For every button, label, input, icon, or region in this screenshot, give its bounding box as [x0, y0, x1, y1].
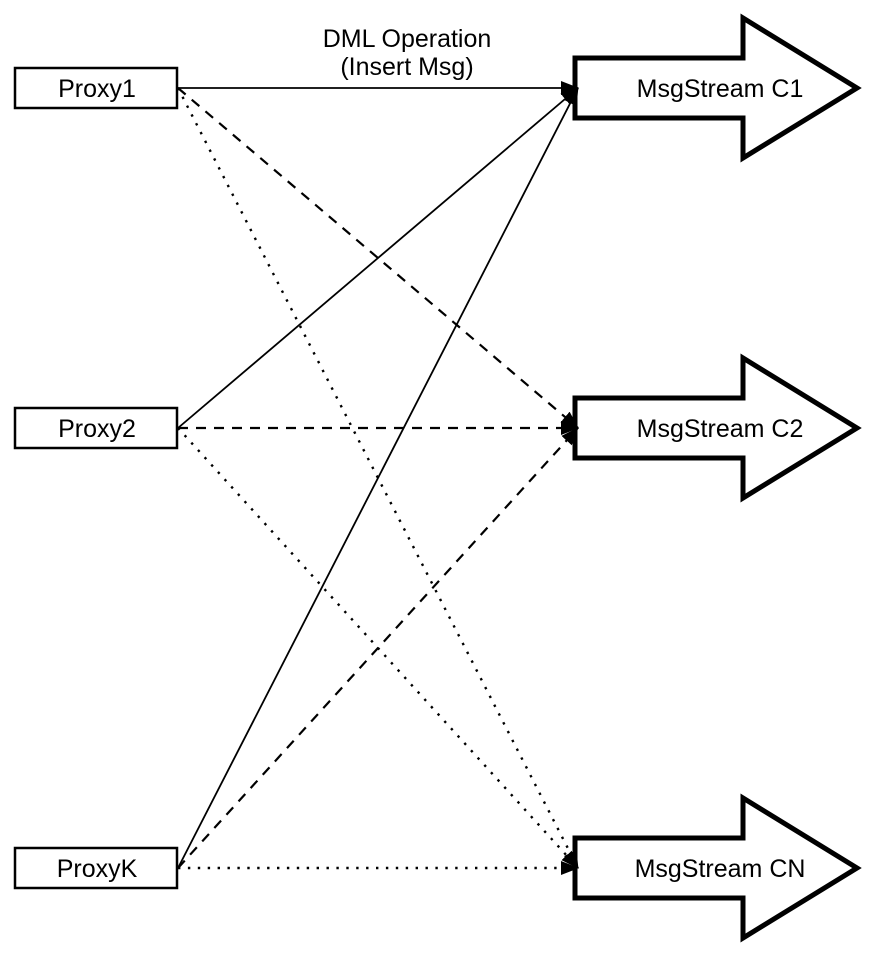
stream-label-cn: MsgStream CN: [635, 855, 806, 883]
edge-proxy1-c2: [177, 87, 579, 429]
annotation-line2: (Insert Msg): [340, 53, 473, 81]
proxy-box-proxy1: [13, 66, 179, 110]
stream-label-c1: MsgStream C1: [637, 75, 804, 103]
edge-proxyk-c2: [177, 427, 579, 869]
edge-proxy2-c1: [177, 87, 579, 429]
block-arrow-shape-c2: [572, 353, 862, 503]
annotation-line1: DML Operation: [323, 25, 492, 53]
proxy-box-proxyk: [13, 846, 179, 890]
proxy-box-proxy2: [13, 406, 179, 450]
stream-label-c2: MsgStream C2: [637, 415, 804, 443]
dml-operation-annotation: DML Operation (Insert Msg): [323, 25, 492, 81]
stream-node-cn: MsgStream CN: [572, 793, 862, 943]
block-arrow-shape-c1: [572, 13, 862, 163]
proxy-label-proxyk: ProxyK: [57, 855, 138, 883]
stream-node-c2: MsgStream C2: [572, 353, 862, 503]
proxy-node-proxyk: ProxyK: [13, 846, 179, 890]
block-arrow-shape-cn: [572, 793, 862, 943]
edges-layer: [176, 81, 580, 875]
proxy-node-proxy1: Proxy1: [13, 66, 179, 110]
proxy-node-proxy2: Proxy2: [13, 406, 179, 450]
proxy-label-proxy2: Proxy2: [58, 415, 136, 443]
stream-node-c1: MsgStream C1: [572, 13, 862, 163]
edge-proxyk-c1: [177, 87, 579, 869]
proxy-label-proxy1: Proxy1: [58, 75, 136, 103]
